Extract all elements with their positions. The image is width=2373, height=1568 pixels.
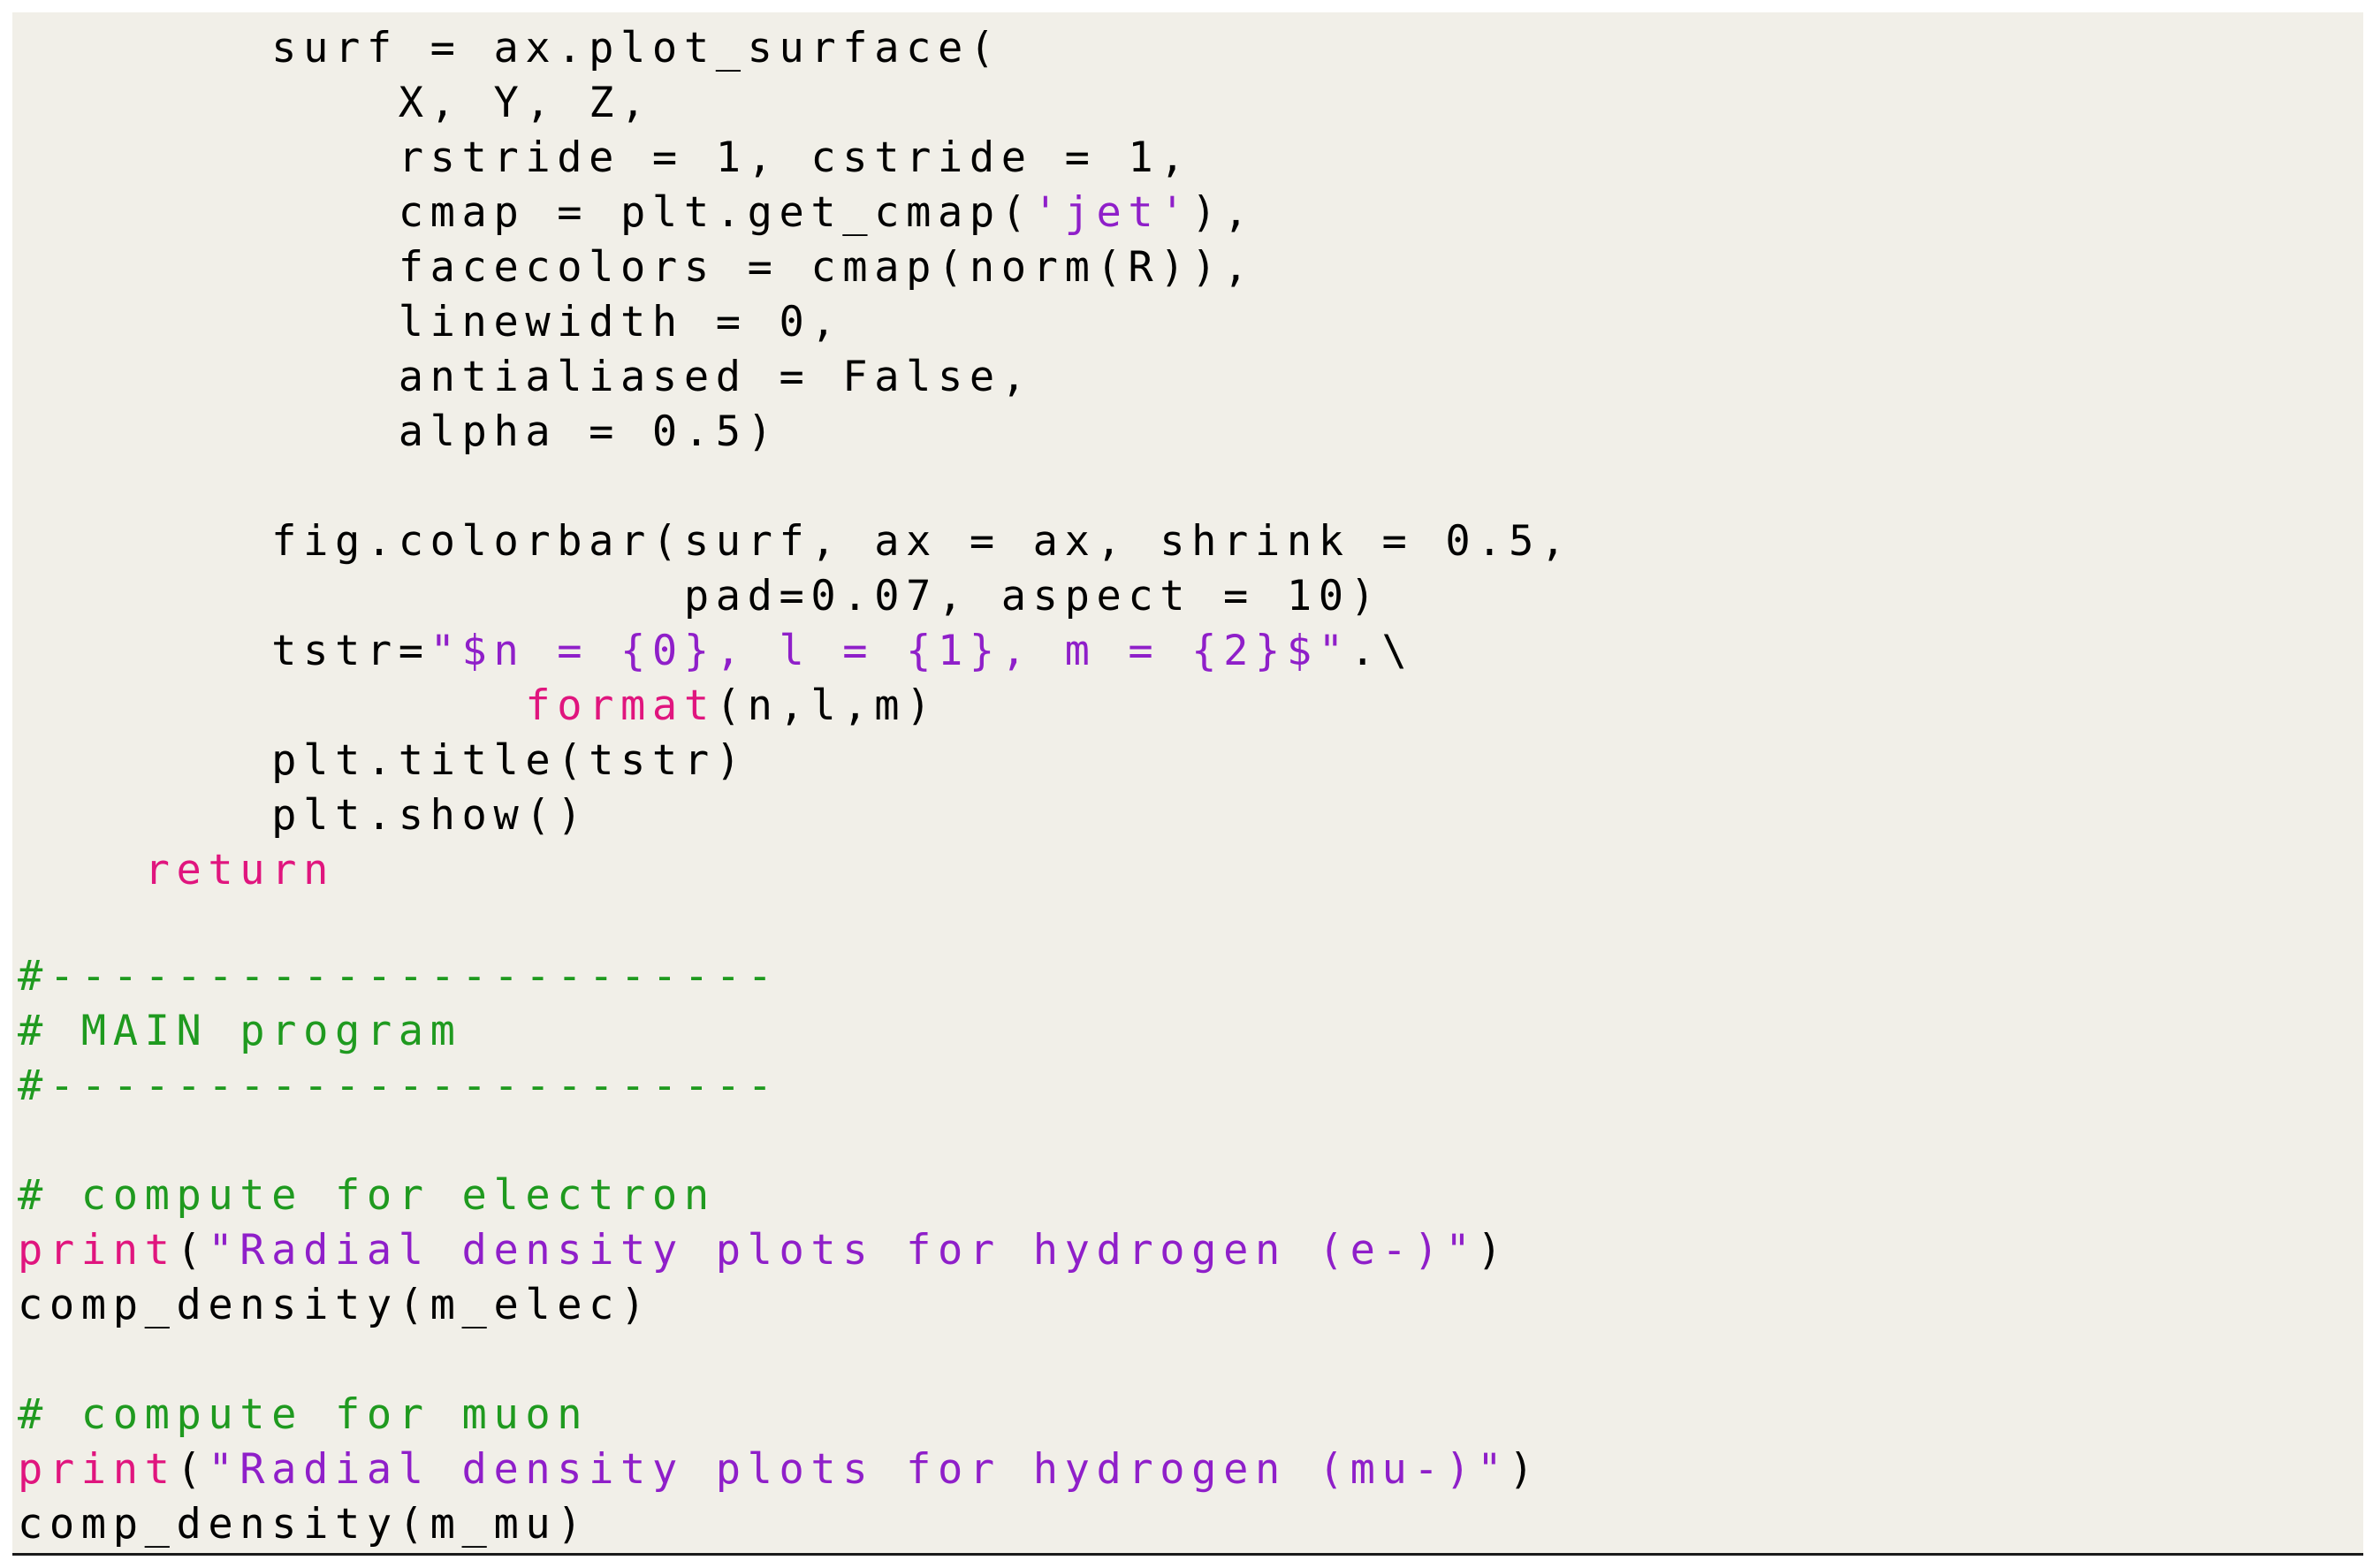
return-keyword: return <box>144 846 335 894</box>
string-literal: "Radial density plots for hydrogen (mu-)… <box>208 1445 1510 1494</box>
string-literal: 'jet' <box>1032 188 1192 237</box>
string-literal: "$n = {0}, l = {1}, m = {2}$" <box>430 627 1350 675</box>
code-line-xyz: X, Y, Z, <box>18 79 652 127</box>
code-line-print-electron: print("Radial density plots for hydrogen… <box>18 1226 1510 1275</box>
print-keyword: print <box>18 1226 177 1275</box>
code-line-tstr: tstr="$n = {0}, l = {1}, m = {2}$".\ <box>18 627 1414 675</box>
code-line-antialiased: antialiased = False, <box>18 353 1033 401</box>
string-literal: "Radial density plots for hydrogen (e-)" <box>208 1226 1478 1275</box>
code-line-colorbar: fig.colorbar(surf, ax = ax, shrink = 0.5… <box>18 517 1572 566</box>
code-line-print-muon: print("Radial density plots for hydrogen… <box>18 1445 1541 1494</box>
code-line-comp-density-electron: comp_density(m_elec) <box>18 1281 652 1329</box>
code-line-plot-surface: surf = ax.plot_surface( <box>18 24 1001 72</box>
code-comment-electron: # compute for electron <box>18 1171 716 1220</box>
code-line-return: return <box>18 843 335 898</box>
code-comment-muon: # compute for muon <box>18 1390 589 1439</box>
builtin-keyword: format <box>525 681 716 730</box>
code-line-alpha: alpha = 0.5) <box>18 407 780 456</box>
code-line-format: format(n,l,m) <box>525 681 939 730</box>
code-line-title: plt.title(tstr) <box>18 736 748 785</box>
code-line-colorbar-args: pad=0.07, aspect = 10) <box>18 572 1382 620</box>
code-line-show: plt.show() <box>18 791 589 840</box>
code-comment-divider: #----------------------- <box>18 952 780 1001</box>
code-line-stride: rstride = 1, cstride = 1, <box>18 133 1192 182</box>
code-line-cmap: cmap = plt.get_cmap('jet'), <box>18 188 1255 237</box>
code-comment-divider: #----------------------- <box>18 1062 780 1110</box>
code-line-linewidth: linewidth = 0, <box>18 298 843 346</box>
print-keyword: print <box>18 1445 177 1494</box>
code-line-comp-density-muon: comp_density(m_mu) <box>18 1500 589 1549</box>
code-line-facecolors: facecolors = cmap(norm(R)), <box>18 243 1255 292</box>
code-listing: surf = ax.plot_surface( X, Y, Z, rstride… <box>12 12 2363 1556</box>
code-comment-main-program: # MAIN program <box>18 1007 462 1055</box>
